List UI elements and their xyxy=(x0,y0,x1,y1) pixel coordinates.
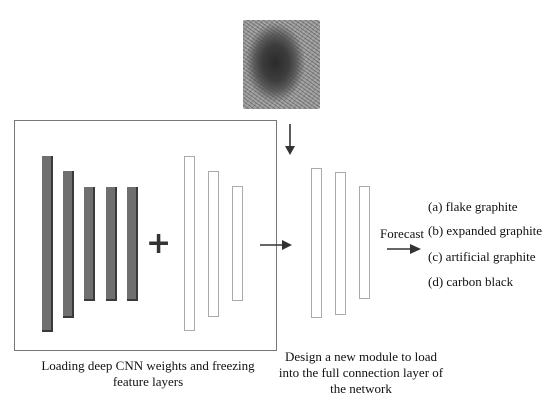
output-expanded-graphite: (b) expanded graphite xyxy=(428,223,543,238)
frozen-layer-5 xyxy=(127,187,138,301)
pretrained-caption: Loading deep CNN weights and freezing fe… xyxy=(18,358,278,390)
graphite-sample-image xyxy=(243,20,320,109)
pretrained-caption-line-2: feature layers xyxy=(112,374,184,389)
forecast-arrow xyxy=(387,244,421,254)
pretrained-caption-line-1: Loading deep CNN weights and freezing xyxy=(41,358,255,373)
down-arrow xyxy=(285,124,295,155)
new-module-caption-line-3: the network xyxy=(330,381,392,396)
new-module-layer-3 xyxy=(359,186,370,299)
hollow-layer-1 xyxy=(184,156,195,331)
frozen-layer-2 xyxy=(63,171,74,318)
forecast-label: Forecast xyxy=(380,226,425,241)
new-module-caption-line-1: Design a new module to load xyxy=(285,349,437,364)
plus-symbol: + xyxy=(146,226,172,261)
new-module-caption: Design a new module to load into the ful… xyxy=(266,349,456,397)
new-module-layer-1 xyxy=(311,168,322,318)
output-carbon-black: (d) carbon black xyxy=(428,274,514,289)
output-flake-graphite: (a) flake graphite xyxy=(428,199,518,214)
frozen-layer-4 xyxy=(106,187,117,301)
frozen-layer-1 xyxy=(42,156,53,332)
new-module-caption-line-2: into the full connection layer of xyxy=(278,365,444,380)
hollow-layer-3 xyxy=(232,186,243,301)
hollow-layer-2 xyxy=(208,171,219,317)
new-module-layer-2 xyxy=(335,172,346,315)
frozen-layer-3 xyxy=(84,187,95,301)
right-arrow-1 xyxy=(260,240,292,250)
pretrained-cnn-frame xyxy=(14,120,277,351)
output-artificial-graphite: (c) artificial graphite xyxy=(428,249,536,264)
